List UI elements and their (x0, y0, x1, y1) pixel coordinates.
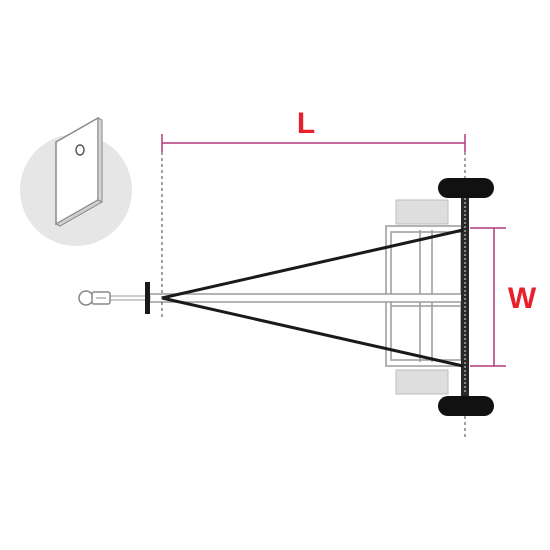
coupler-ball-icon (78, 290, 111, 306)
length-dimension (161, 134, 466, 152)
hitch-crossbar (145, 282, 150, 314)
mounting-plate-icon (54, 116, 104, 227)
hitch-assembly (78, 282, 151, 314)
tow-straps (161, 228, 464, 368)
pad-bottom (395, 369, 449, 395)
tire-bottom (438, 396, 494, 416)
trailer-frame (147, 225, 467, 367)
width-label: W (508, 282, 537, 315)
wheel-pads (395, 199, 449, 395)
mounting-plate-inset (20, 116, 132, 246)
length-label: L (297, 107, 315, 140)
pad-top (395, 199, 449, 225)
axle-assembly (438, 178, 494, 416)
tire-top (438, 178, 494, 198)
width-dimension (470, 227, 506, 367)
drawbar (147, 293, 467, 303)
plate-hole-icon (75, 144, 85, 156)
